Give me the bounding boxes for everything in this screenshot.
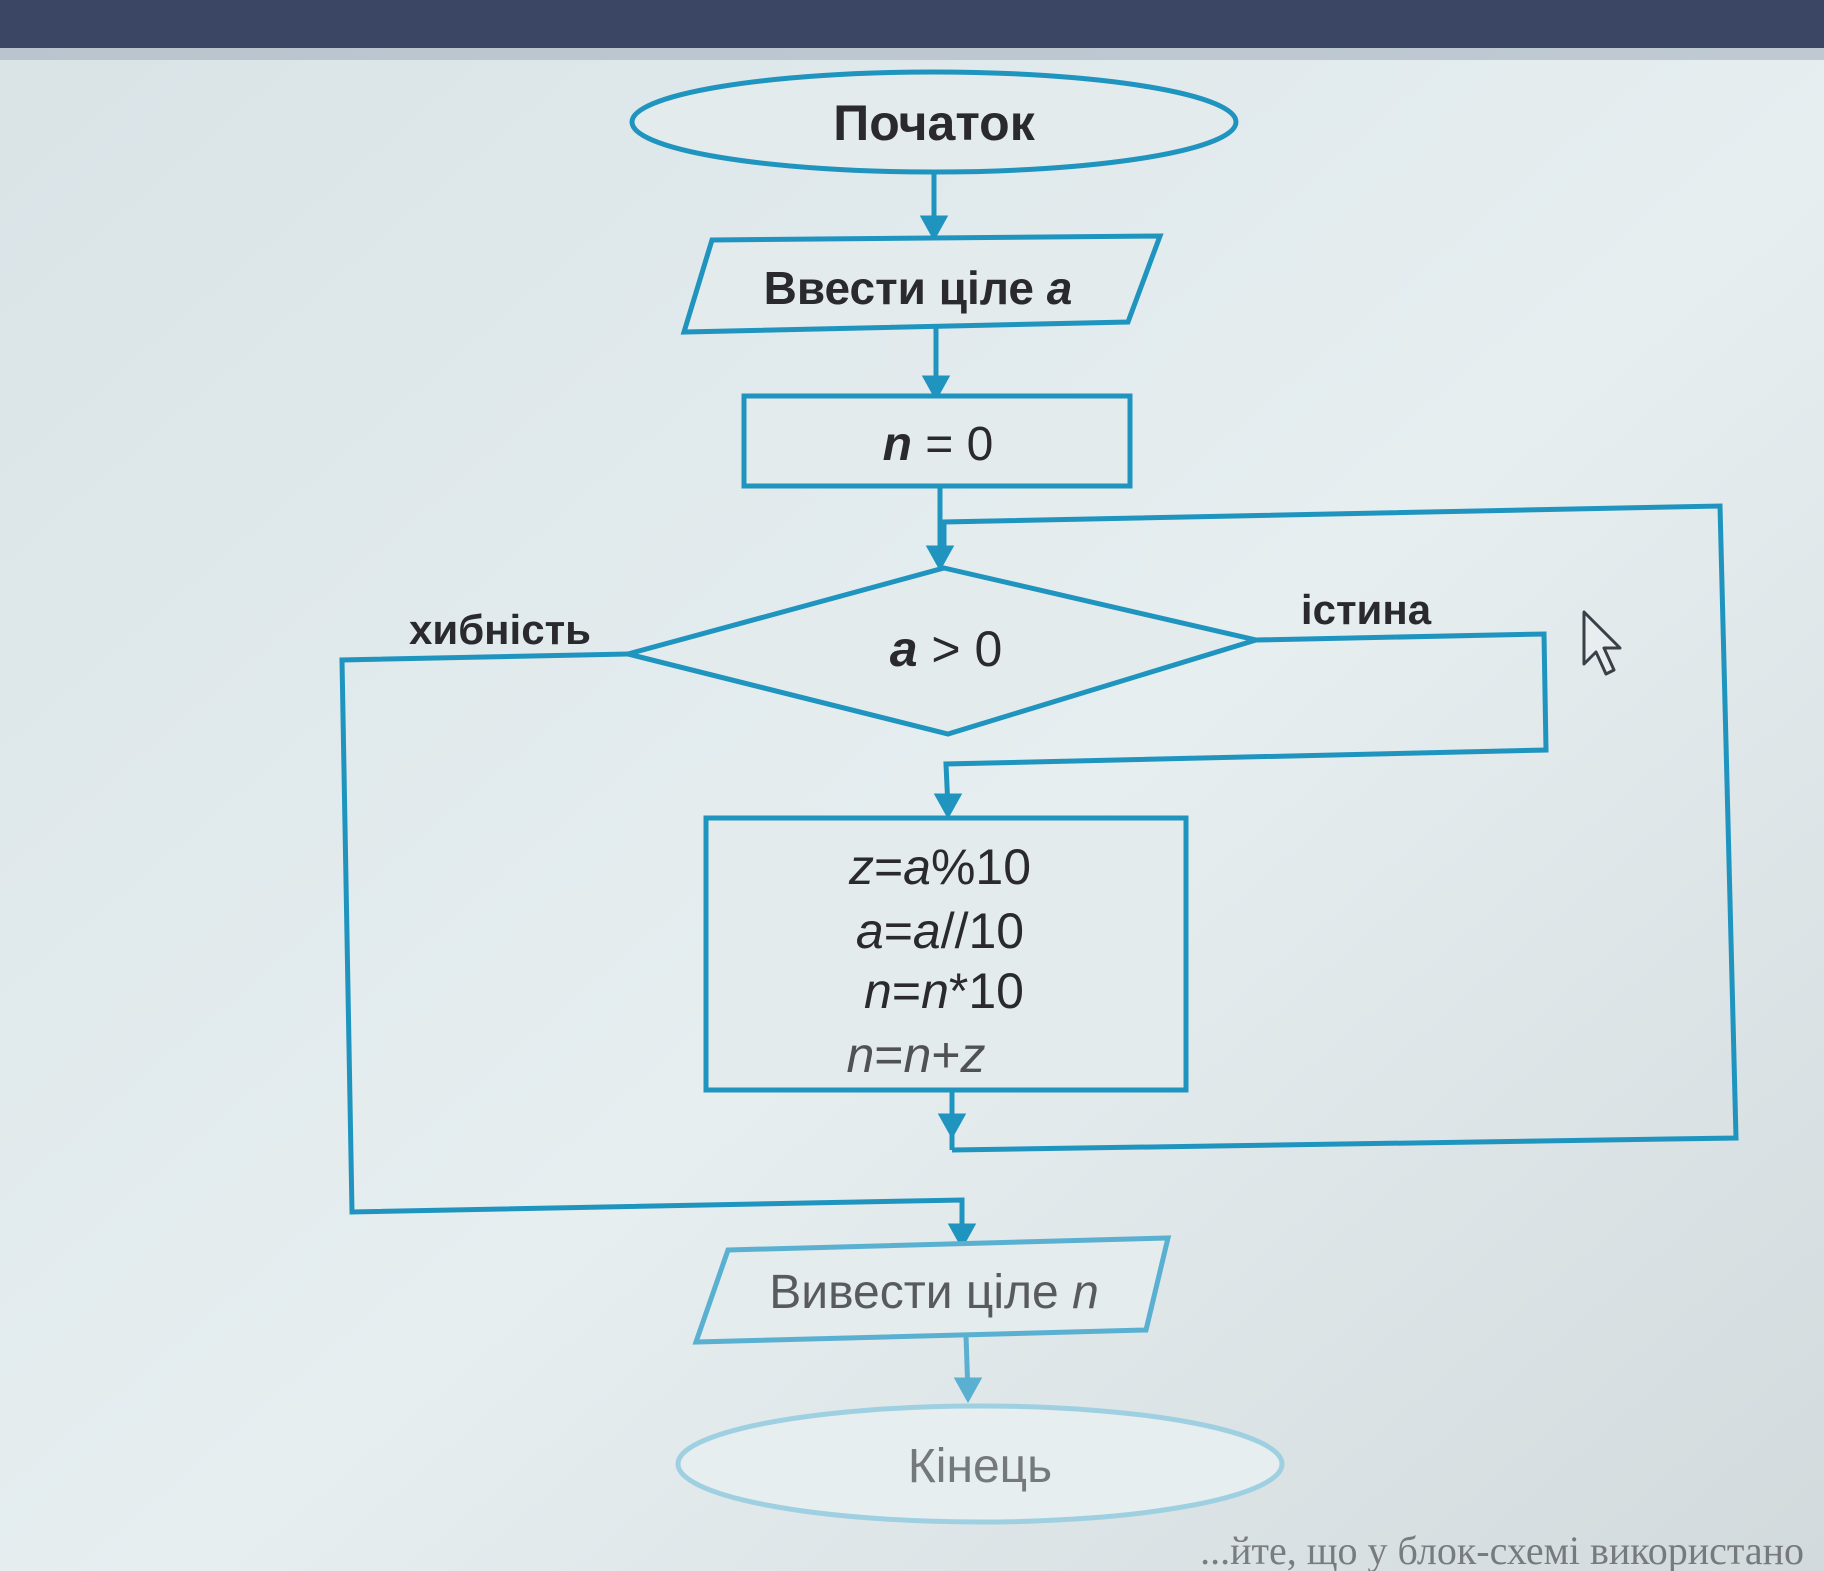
condition-var: a — [890, 621, 918, 677]
output-block — [692, 1235, 1172, 1345]
false-branch-label: хибність — [409, 606, 591, 653]
input-block — [680, 233, 1164, 335]
arrowhead-6 — [947, 1223, 977, 1250]
condition-rest: > 0 — [918, 621, 1003, 677]
loop-back-connector — [941, 503, 1739, 1153]
body-line-4-rest: + — [931, 1027, 960, 1083]
false-branch-connector — [339, 651, 965, 1240]
input-label-var: a — [1047, 262, 1073, 314]
true-branch-connector — [943, 631, 1549, 809]
body-line-1-rest: %10 — [931, 839, 1031, 895]
body-line-1-v1: z — [848, 839, 874, 895]
body-line-3-v2: n — [921, 963, 949, 1019]
condition-label: a > 0 — [890, 621, 1003, 677]
arrowhead-1 — [919, 215, 949, 242]
decision-diamond — [618, 565, 1266, 737]
monitor-top-frame-shadow — [0, 48, 1824, 60]
end-label: Кінець — [908, 1440, 1052, 1493]
end-terminator — [675, 1403, 1285, 1525]
body-line-4: n=n+z — [846, 1027, 985, 1083]
body-line-2-v2: a — [913, 903, 941, 959]
init-rest: = 0 — [912, 418, 993, 471]
body-line-3-rest: *10 — [949, 963, 1024, 1019]
body-line-4-v2: n — [904, 1027, 932, 1083]
body-line-4-v3: z — [960, 1027, 986, 1083]
input-label-text: Ввести ціле — [764, 262, 1034, 314]
body-line-1-eq: = — [874, 839, 903, 895]
arrowhead-4 — [933, 793, 963, 820]
footer-text: ...йте, що у блок-схемі використано — [1200, 1528, 1804, 1571]
body-line-1: z=a%10 — [848, 839, 1031, 895]
body-lines: z=a%10 a=a//10 n=n*10 n=n+z — [846, 839, 1031, 1083]
output-label-var: n — [1072, 1266, 1099, 1319]
mouse-cursor-icon — [1582, 610, 1622, 676]
arrowhead-5 — [937, 1113, 967, 1140]
init-block — [741, 393, 1133, 489]
init-label: n = 0 — [883, 418, 994, 471]
body-line-2-v1: a — [856, 903, 884, 959]
arrowhead-2 — [921, 375, 951, 402]
init-var: n — [883, 418, 912, 471]
body-line-4-v1: n — [846, 1027, 874, 1083]
body-block — [703, 815, 1189, 1093]
flowchart — [339, 69, 1739, 1525]
body-line-3: n=n*10 — [864, 963, 1024, 1019]
body-line-4-eq: = — [874, 1027, 903, 1083]
body-line-2-eq: = — [884, 903, 913, 959]
arrowhead-7 — [953, 1377, 983, 1404]
body-line-3-eq: = — [892, 963, 921, 1019]
input-label: Ввести ціле a — [764, 262, 1073, 314]
body-line-3-v1: n — [864, 963, 892, 1019]
monitor-top-frame — [0, 0, 1824, 48]
body-line-1-v2: a — [903, 839, 931, 895]
body-line-2: a=a//10 — [856, 903, 1024, 959]
body-line-2-rest: //10 — [941, 903, 1024, 959]
true-branch-label: істина — [1301, 586, 1432, 633]
output-label-text: Вивести ціле — [769, 1266, 1058, 1319]
output-label: Вивести ціле n — [769, 1266, 1099, 1319]
start-label: Початок — [833, 95, 1035, 151]
